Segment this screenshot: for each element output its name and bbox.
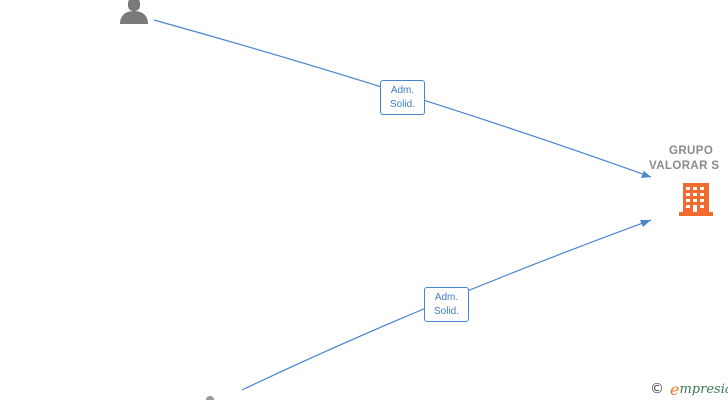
edge-label-1-line2: Solid. (389, 98, 415, 110)
edge-label-2-line2: Solid. (433, 305, 459, 317)
company-name-line2: VALORAR S (649, 160, 720, 172)
company-name[interactable]: GRUPO VALORAR S (640, 144, 728, 174)
building-icon[interactable] (679, 183, 713, 216)
person-icon[interactable] (120, 0, 148, 24)
edge-label-1[interactable]: Adm. Solid. (380, 80, 425, 115)
brand-name: mpresia (679, 381, 728, 397)
edge-arrow-2 (640, 220, 651, 227)
brand-initial: e (670, 379, 680, 399)
copyright-icon: © (650, 381, 664, 397)
partial-node-icon (206, 396, 214, 400)
brand-watermark: © e mpresia (650, 379, 728, 399)
company-name-line1: GRUPO (669, 145, 714, 157)
edge-label-2-line1: Adm. (434, 291, 459, 303)
edge-arrow-1 (641, 171, 651, 178)
edge-label-1-line1: Adm. (390, 84, 415, 96)
edge-label-2[interactable]: Adm. Solid. (424, 287, 469, 322)
